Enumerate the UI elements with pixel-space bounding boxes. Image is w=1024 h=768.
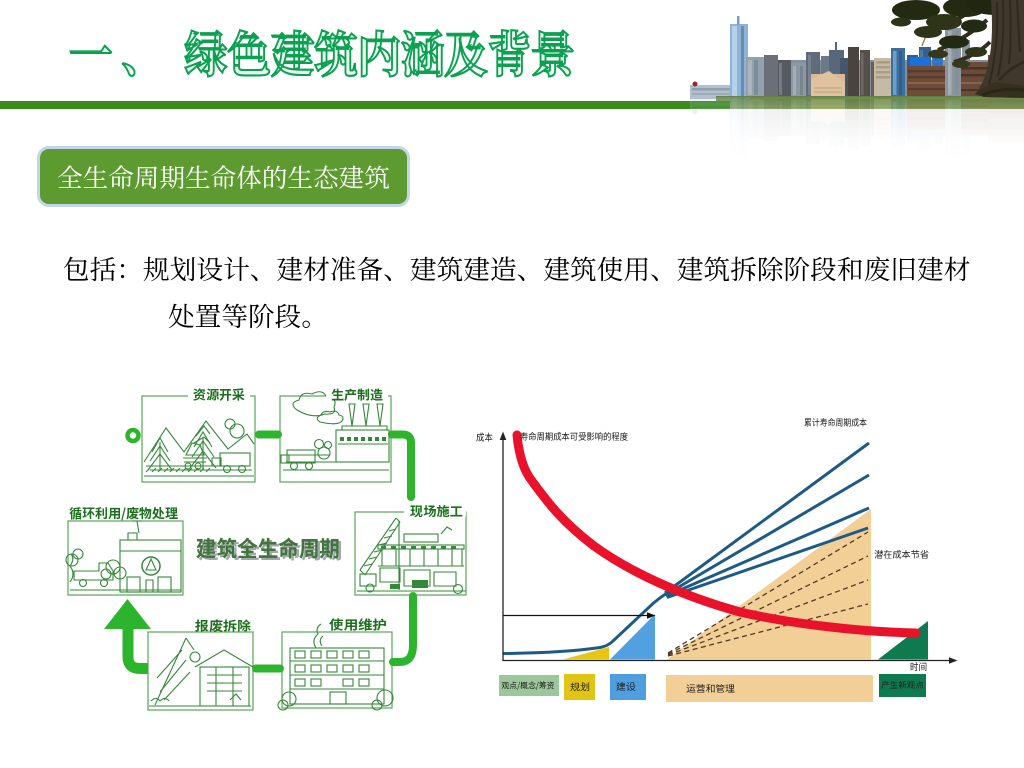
svg-text:建筑全生命周期: 建筑全生命周期	[196, 532, 340, 564]
svg-text:现场施工: 现场施工	[410, 501, 463, 520]
svg-text:使用维护: 使用维护	[329, 615, 387, 634]
svg-text:潜在成本节省: 潜在成本节省	[874, 547, 929, 561]
svg-text:生产制造: 生产制造	[331, 385, 383, 404]
svg-text:规划: 规划	[570, 680, 590, 694]
svg-text:产生新观点: 产生新观点	[881, 679, 924, 691]
svg-text:循环利用/废物处理: 循环利用/废物处理	[69, 503, 178, 522]
svg-text:时间: 时间	[910, 659, 927, 674]
svg-text:建筑全生命周期: 建筑全生命周期	[199, 534, 343, 566]
svg-text:报废拆除: 报废拆除	[195, 616, 251, 635]
svg-text:运营和管理: 运营和管理	[686, 681, 735, 695]
svg-text:建设: 建设	[616, 679, 636, 693]
svg-text:成本: 成本	[476, 429, 493, 444]
svg-text:累计寿命周期成本: 累计寿命周期成本	[804, 415, 867, 429]
svg-text:资源开采: 资源开采	[193, 385, 245, 404]
svg-text:观点/概念/筹资: 观点/概念/筹资	[501, 680, 555, 692]
svg-text:寿命周期成本可受影响的程度: 寿命周期成本可受影响的程度	[520, 429, 628, 443]
